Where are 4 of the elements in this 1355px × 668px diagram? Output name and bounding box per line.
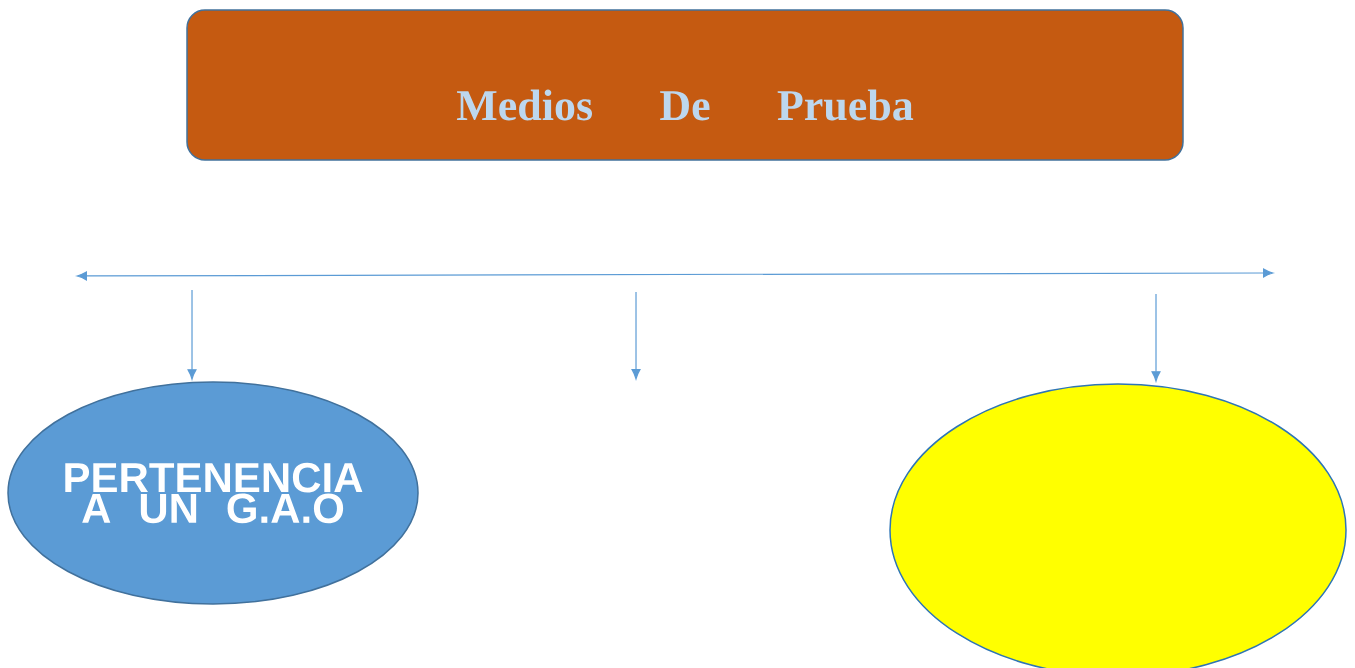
arrow bbox=[1151, 293, 1161, 382]
empty-ellipse bbox=[889, 383, 1347, 668]
arrow bbox=[187, 289, 197, 380]
title-box: Medios De Prueba bbox=[186, 9, 1184, 161]
